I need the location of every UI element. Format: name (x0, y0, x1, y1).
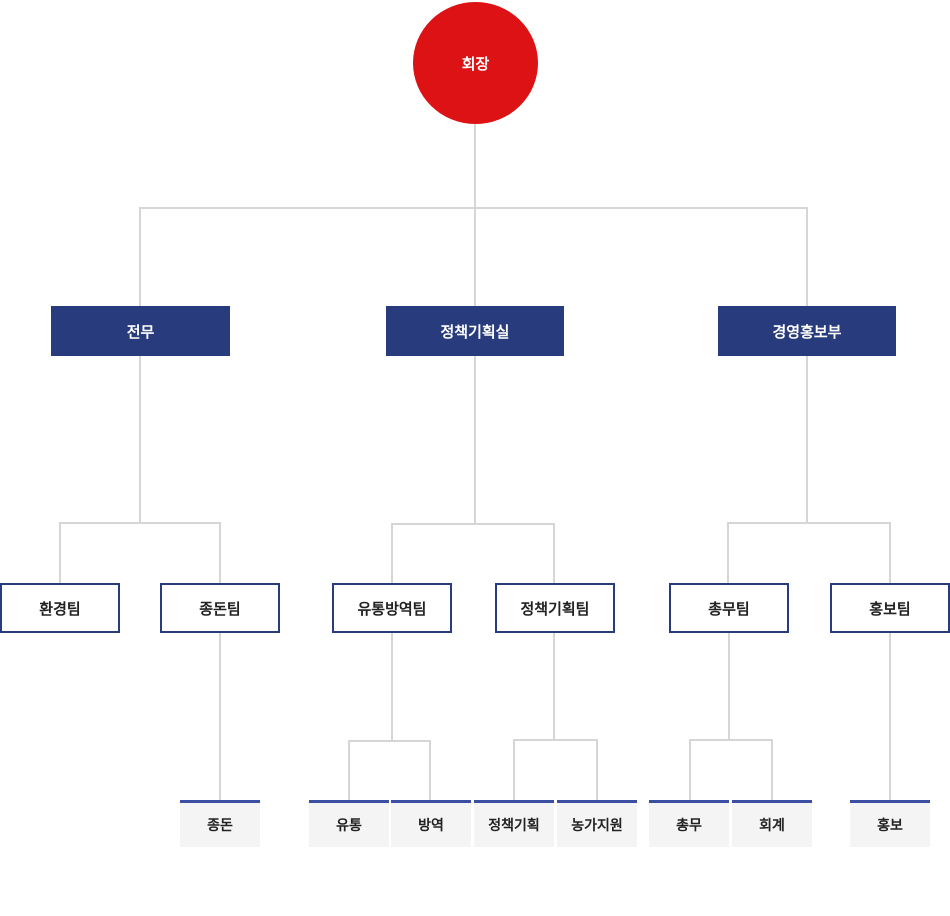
dept-label: 경영홍보부 (772, 322, 842, 341)
team-label: 정책기획팀 (520, 599, 590, 618)
unit-label: 정책기획 (488, 818, 540, 834)
unit-label: 총무 (676, 818, 702, 834)
unit-quarantine: 방역 (391, 800, 471, 847)
unit-label: 농가지원 (571, 818, 623, 834)
unit-label: 회계 (759, 818, 785, 834)
connector-line (139, 207, 808, 306)
dept-management-pr: 경영홍보부 (718, 306, 896, 356)
team-policy-planning: 정책기획팀 (495, 583, 615, 633)
team-public-relations: 홍보팀 (830, 583, 950, 633)
team-label: 총무팀 (708, 599, 750, 618)
unit-accounting: 회계 (732, 800, 812, 847)
team-distribution-quarantine: 유통방역팀 (332, 583, 452, 633)
connector-line (727, 522, 891, 583)
unit-label: 방역 (418, 818, 444, 834)
unit-farm-support: 농가지원 (557, 800, 637, 847)
connector-line (513, 739, 598, 800)
team-environment: 환경팀 (0, 583, 120, 633)
chairman-node: 회장 (413, 2, 538, 124)
unit-label: 홍보 (877, 818, 903, 834)
connector-line (348, 740, 431, 800)
chairman-label: 회장 (461, 54, 490, 73)
dept-executive-director: 전무 (51, 306, 230, 356)
connector-line (59, 522, 221, 583)
unit-label: 유통 (336, 818, 362, 834)
team-label: 홍보팀 (869, 599, 911, 618)
dept-label: 정책기획실 (440, 322, 510, 341)
unit-general-affairs: 총무 (649, 800, 729, 847)
connector-line (391, 523, 555, 583)
connector-line (689, 739, 773, 800)
team-label: 환경팀 (39, 599, 81, 618)
team-label: 유통방역팀 (357, 599, 427, 618)
unit-breeding-pig: 종돈 (180, 800, 260, 847)
unit-policy-planning: 정책기획 (474, 800, 554, 847)
unit-distribution: 유통 (309, 800, 389, 847)
team-general-affairs: 총무팀 (669, 583, 789, 633)
team-breeding-pig: 종돈팀 (160, 583, 280, 633)
unit-label: 종돈 (207, 818, 233, 834)
unit-public-relations: 홍보 (850, 800, 930, 847)
dept-policy-planning-office: 정책기획실 (386, 306, 564, 356)
dept-label: 전무 (126, 322, 155, 341)
team-label: 종돈팀 (199, 599, 241, 618)
